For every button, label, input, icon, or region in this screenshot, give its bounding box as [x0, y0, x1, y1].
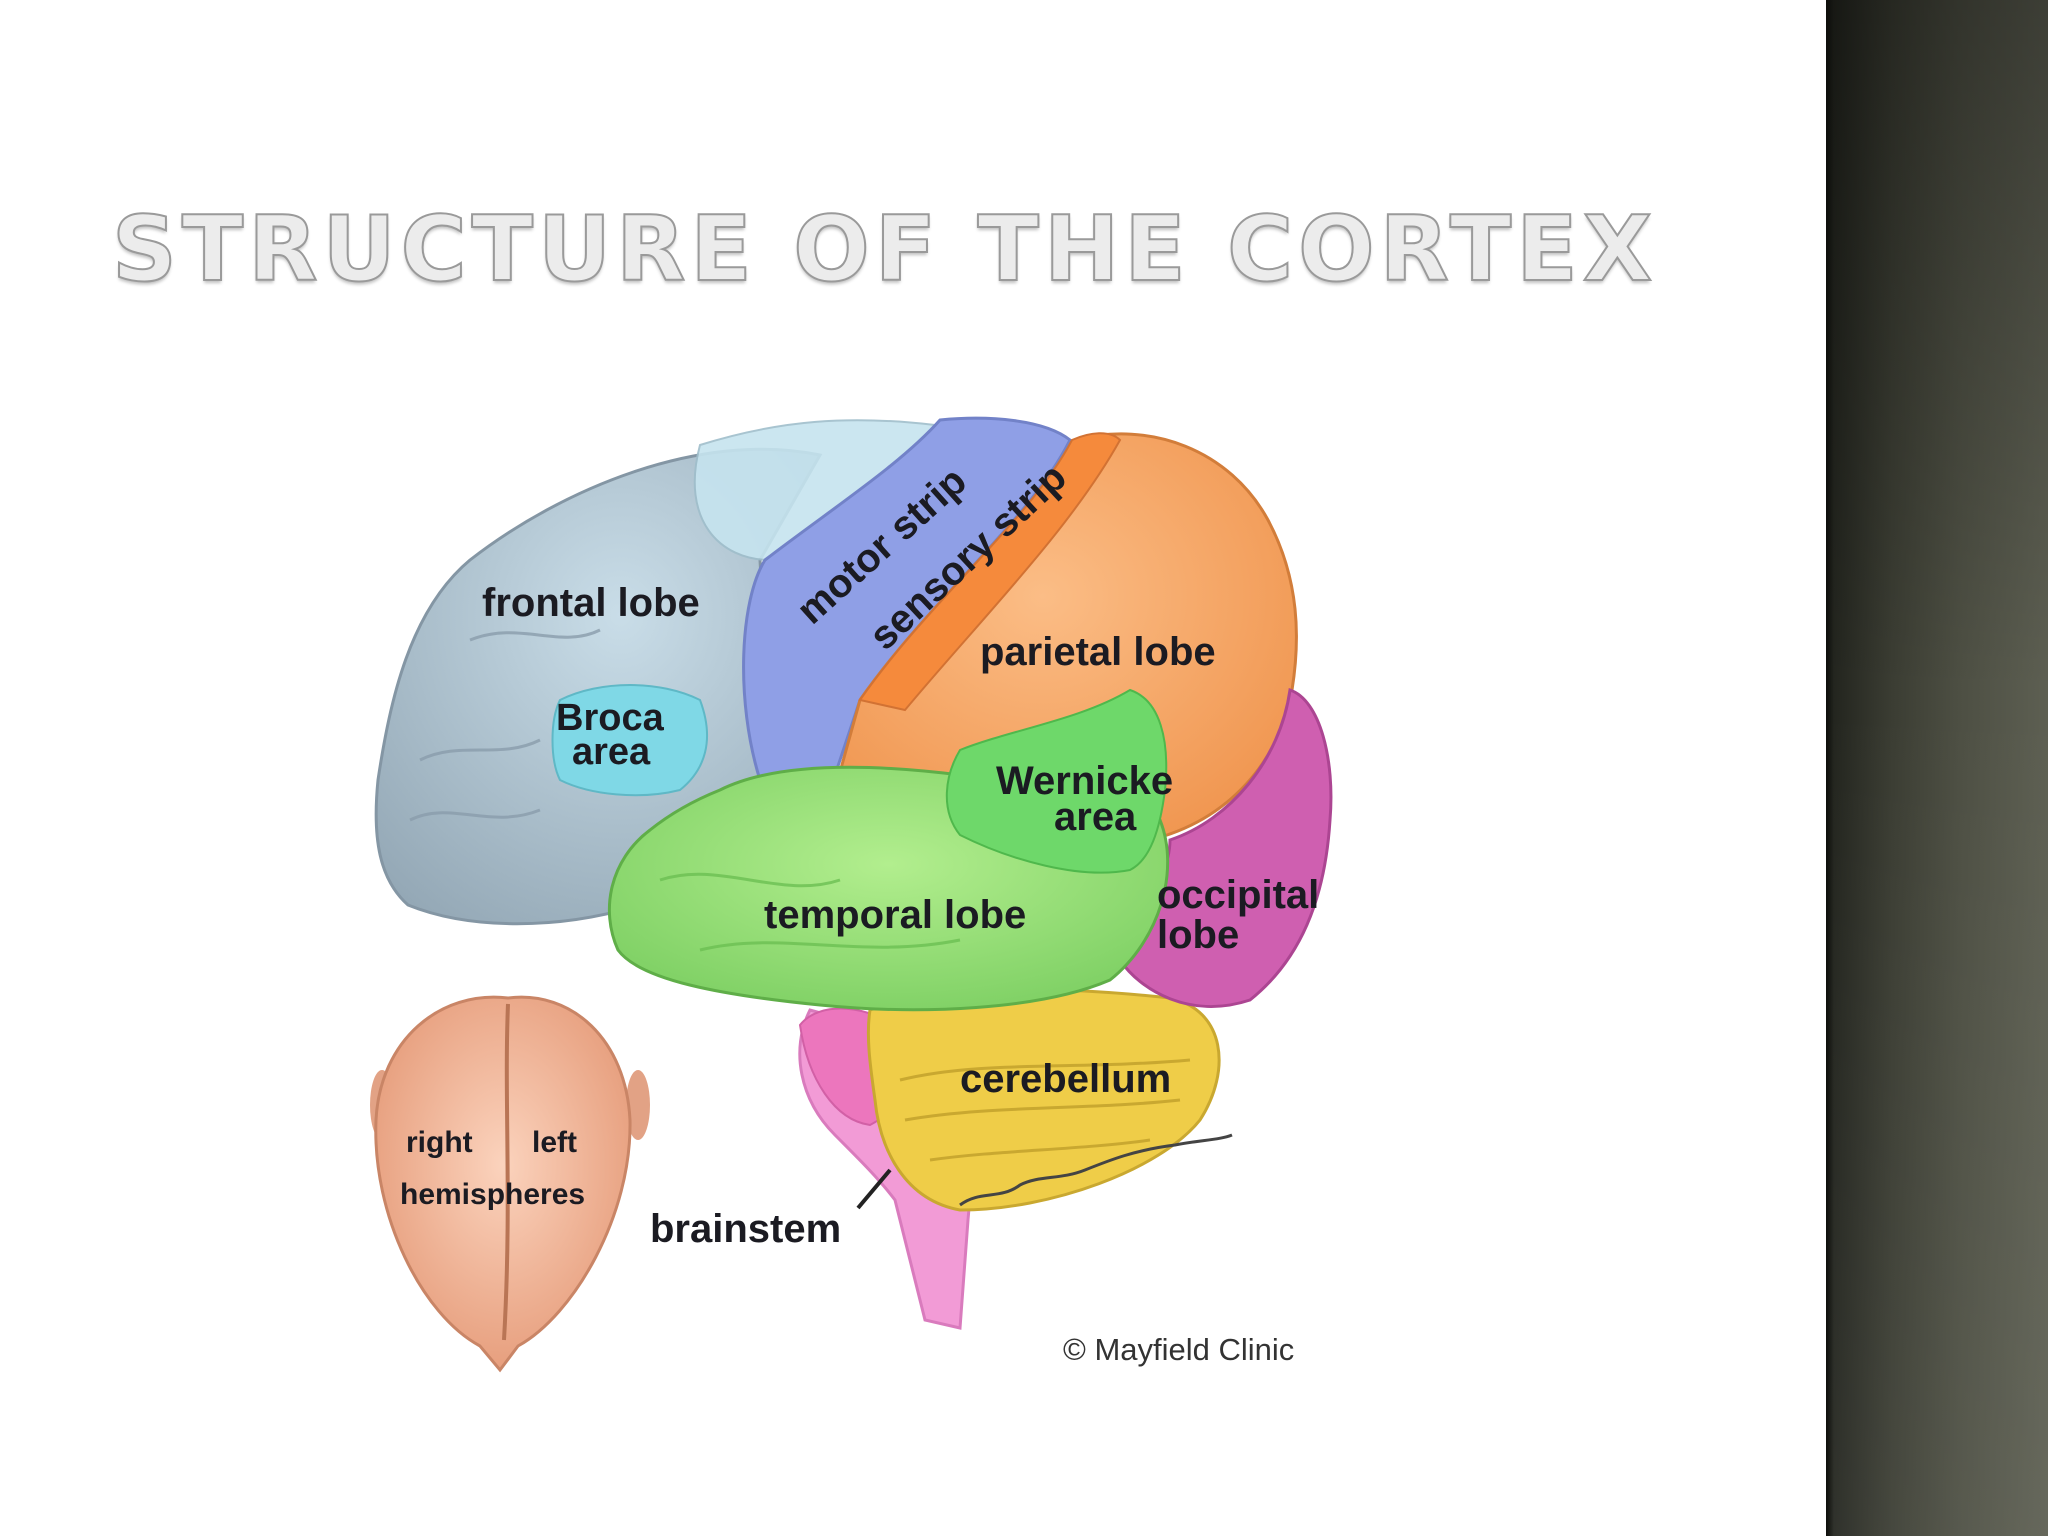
right-ear-shape: [626, 1070, 650, 1140]
sidebar-edge: [1826, 0, 1834, 1536]
slide-title: STRUCTURE OF THE CORTEX: [111, 197, 1658, 302]
decorative-sidebar: [1826, 0, 2048, 1536]
broca-area-shape: [551, 684, 708, 797]
cerebellum-folds: [899, 1058, 1191, 1162]
label-broca-line1: Broca: [556, 697, 665, 739]
label-brainstem: brainstem: [650, 1207, 841, 1251]
brainstem-pointer-line: [856, 1168, 892, 1210]
longitudinal-fissure: [502, 1003, 510, 1341]
temporal-gyri: [659, 872, 961, 952]
label-cerebellum: cerebellum: [960, 1057, 1171, 1101]
label-wernicke-line2: area: [1054, 795, 1137, 839]
image-credit: © Mayfield Clinic: [1063, 1332, 1294, 1367]
label-frontal-lobe: frontal lobe: [482, 581, 700, 625]
sidebar-shade: [1826, 0, 2048, 1536]
sensory-strip-shape: [858, 432, 1122, 712]
artist-signature: [959, 1133, 1233, 1207]
label-parietal-lobe: parietal lobe: [980, 630, 1216, 674]
top-view-hemispheres: [370, 995, 650, 1373]
label-occipital-line1: occipital: [1157, 873, 1319, 917]
label-wernicke-line1: Wernicke: [996, 759, 1173, 803]
occipital-lobe-shape: [1118, 688, 1333, 1008]
label-right: right: [406, 1126, 473, 1159]
label-broca-line2: area: [572, 731, 651, 773]
label-temporal-lobe: temporal lobe: [764, 893, 1026, 937]
top-view-brain: [374, 995, 632, 1373]
frontal-gyri: [409, 628, 601, 822]
wernicke-area-shape: [945, 688, 1168, 874]
label-occipital-line2: lobe: [1157, 913, 1239, 957]
label-left: left: [532, 1126, 577, 1159]
label-hemispheres: hemispheres: [400, 1178, 585, 1211]
